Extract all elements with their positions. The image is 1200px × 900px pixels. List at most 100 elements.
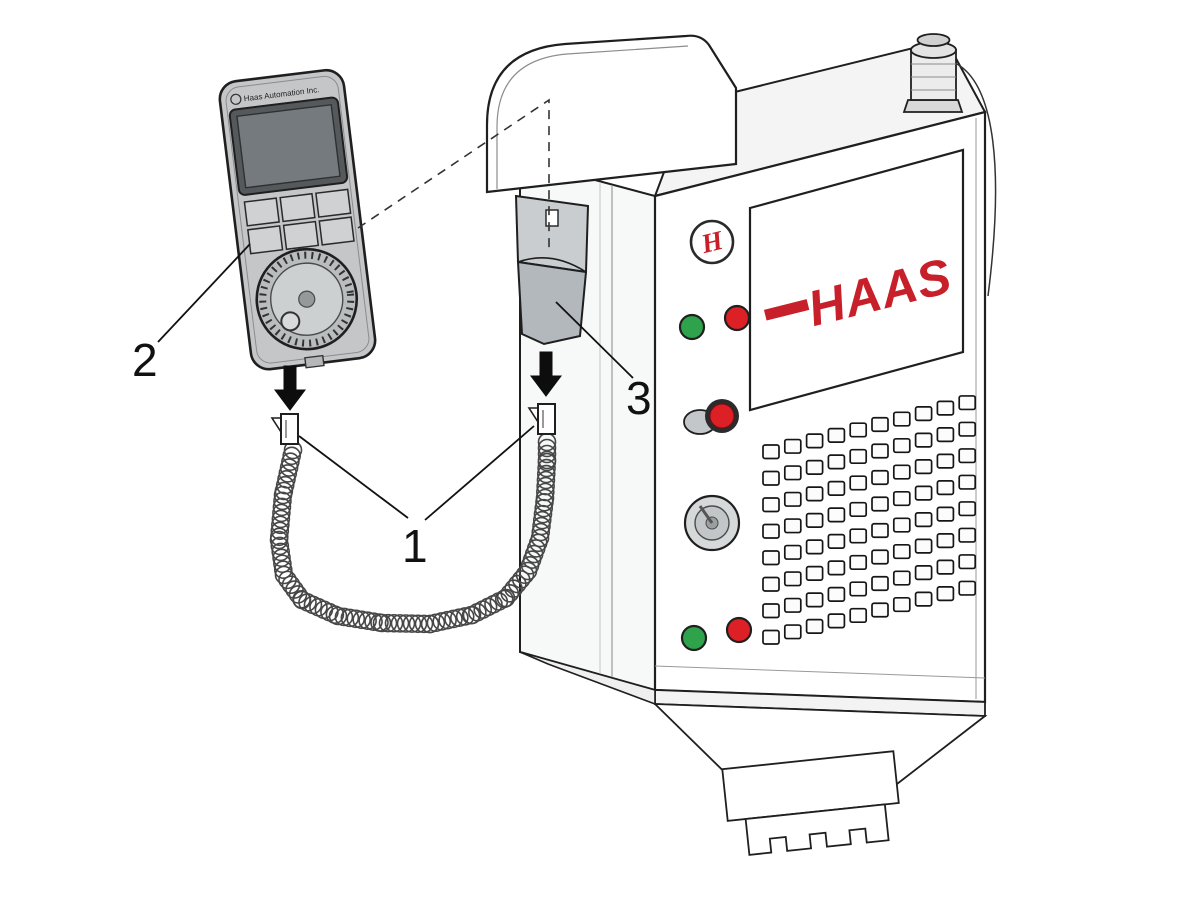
- panel-key: [871, 522, 889, 539]
- panel-key: [871, 469, 889, 486]
- panel-key: [783, 571, 802, 587]
- panel-key: [871, 496, 889, 512]
- panel-key: [936, 506, 955, 522]
- panel-key: [892, 517, 911, 533]
- panel-key: [849, 581, 868, 597]
- panel-key: [871, 549, 889, 565]
- panel-key: [827, 613, 846, 629]
- panel-key: [936, 586, 955, 602]
- callout-1: 1: [298, 425, 535, 572]
- panel-key: [958, 501, 977, 517]
- insert-arrow-right: [530, 351, 562, 397]
- panel-key: [762, 444, 780, 460]
- haas-logo-dash: [763, 299, 810, 321]
- panel-key: [827, 427, 846, 443]
- callout-3: 3: [555, 301, 652, 424]
- panel-key: [849, 607, 868, 624]
- panel-key: [783, 544, 802, 560]
- callout-1-label: 1: [402, 520, 428, 572]
- panel-key: [892, 411, 911, 427]
- beacon-base: [902, 99, 964, 113]
- panel-key: [936, 400, 955, 416]
- panel-key: [892, 570, 911, 586]
- pendant-key: [243, 197, 280, 227]
- cable-connector-right: [527, 403, 556, 435]
- panel-key: [762, 523, 780, 539]
- panel-key: [914, 459, 933, 475]
- panel-key: [958, 554, 977, 570]
- panel-key: [892, 596, 911, 613]
- pendant-cable-exit: [304, 354, 325, 369]
- callout-2: 2: [132, 243, 251, 386]
- panel-key: [805, 592, 824, 608]
- insert-arrow-left: [274, 365, 306, 411]
- pendant-keypad: [243, 188, 355, 255]
- panel-key: [762, 576, 780, 592]
- panel-key: [762, 470, 780, 486]
- panel-key: [762, 550, 780, 566]
- pendant-key: [282, 220, 320, 251]
- callout-2-label: 2: [132, 334, 158, 386]
- jog-knob: [683, 494, 741, 552]
- coiled-cable: [269, 432, 557, 634]
- panel-key: [805, 539, 824, 555]
- panel-key: [958, 474, 977, 490]
- panel-key: [892, 543, 911, 560]
- panel-key: [958, 448, 977, 464]
- holster-pocket-opening: [517, 256, 587, 273]
- emergency-stop-button: [683, 399, 739, 435]
- panel-key: [914, 485, 933, 501]
- panel-key: [958, 527, 977, 543]
- panel-key: [871, 443, 889, 459]
- control-cabinet: HAAS H: [485, 34, 988, 856]
- panel-key: [892, 464, 911, 480]
- panel-key: [805, 486, 824, 502]
- alignment-dashed-line: [357, 98, 550, 250]
- panel-key: [936, 480, 955, 496]
- display-screen: [748, 148, 965, 412]
- panel-key: [914, 432, 933, 448]
- panel-key: [914, 591, 933, 607]
- panel-key: [871, 575, 889, 592]
- panel-key: [805, 618, 824, 634]
- holster-pocket: [516, 260, 588, 346]
- holster-back-plate: [514, 194, 590, 274]
- jog-wheel: [255, 247, 359, 351]
- bracket-slotted-flange: [744, 803, 890, 856]
- panel-key: [762, 603, 780, 619]
- panel-key: [805, 565, 824, 581]
- green-button-top: [678, 313, 706, 341]
- remote-jog-pendant: Haas Automation Inc.: [218, 68, 377, 371]
- cable-connector-left: [270, 413, 299, 445]
- beacon-cable: [956, 63, 997, 297]
- panel-key: [762, 629, 780, 645]
- red-button-bottom: [725, 616, 753, 644]
- jog-wheel-tick-ring: [259, 251, 355, 347]
- panel-key: [762, 497, 780, 513]
- panel-key: [827, 560, 846, 576]
- panel-key: [827, 454, 846, 470]
- panel-key: [849, 554, 868, 571]
- panel-key: [805, 433, 824, 449]
- panel-key: [936, 533, 955, 549]
- cabinet-hood: [485, 34, 738, 194]
- panel-key: [783, 597, 802, 613]
- panel-key: [958, 580, 977, 596]
- panel-key: [914, 406, 933, 422]
- keyboard-tray-bracket: [721, 750, 900, 856]
- panel-key: [805, 512, 824, 528]
- panel-key: [783, 518, 802, 534]
- panel-key: [783, 465, 802, 481]
- panel-key: [914, 564, 933, 581]
- pendant-key: [318, 216, 355, 246]
- pendant-mini-logo-icon: [230, 93, 242, 105]
- pendant-key: [315, 188, 352, 218]
- panel-key: [892, 437, 911, 454]
- panel-key: [958, 421, 977, 437]
- holster-keyhole-slot: [545, 209, 559, 227]
- panel-key: [958, 395, 977, 411]
- panel-key: [783, 438, 802, 454]
- panel-key: [827, 480, 846, 496]
- panel-key: [871, 602, 889, 618]
